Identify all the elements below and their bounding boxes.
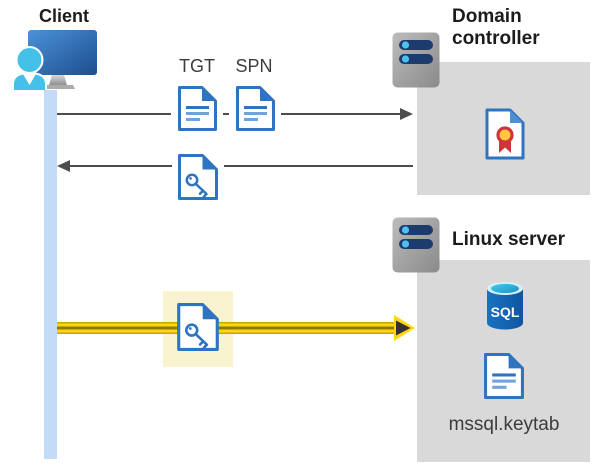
ticket-response-arrowhead: [57, 160, 70, 172]
keytab-document-icon: [484, 352, 524, 400]
linux-server-server-icon: [392, 217, 440, 273]
keytab-auth-arrow-line: [57, 322, 395, 334]
monitor-user-icon: [12, 30, 97, 92]
sql-database-icon: SQL: [487, 282, 523, 330]
domain-controller-server-icon: [392, 32, 440, 88]
ticket-response-arrow-line: [70, 165, 413, 167]
tgt-document-icon: [171, 83, 223, 134]
ticket-request-arrowhead: [400, 108, 413, 120]
spn-label: SPN: [235, 56, 273, 76]
highlighted-key-document-icon: [177, 303, 219, 351]
keytab-auth-arrowhead: [394, 315, 415, 341]
key-document-icon: [172, 150, 224, 203]
domain-controller-label: Domain controller: [452, 6, 540, 49]
client-lifeline: [44, 90, 57, 459]
spn-document-icon: [229, 83, 281, 134]
keytab-filename-label: mssql.keytab: [448, 414, 560, 435]
sql-text: SQL: [491, 304, 520, 320]
linux-server-label: Linux server: [452, 229, 565, 250]
tgt-label: TGT: [179, 56, 215, 76]
certificate-icon: [485, 108, 525, 160]
client-label: Client: [38, 6, 89, 26]
